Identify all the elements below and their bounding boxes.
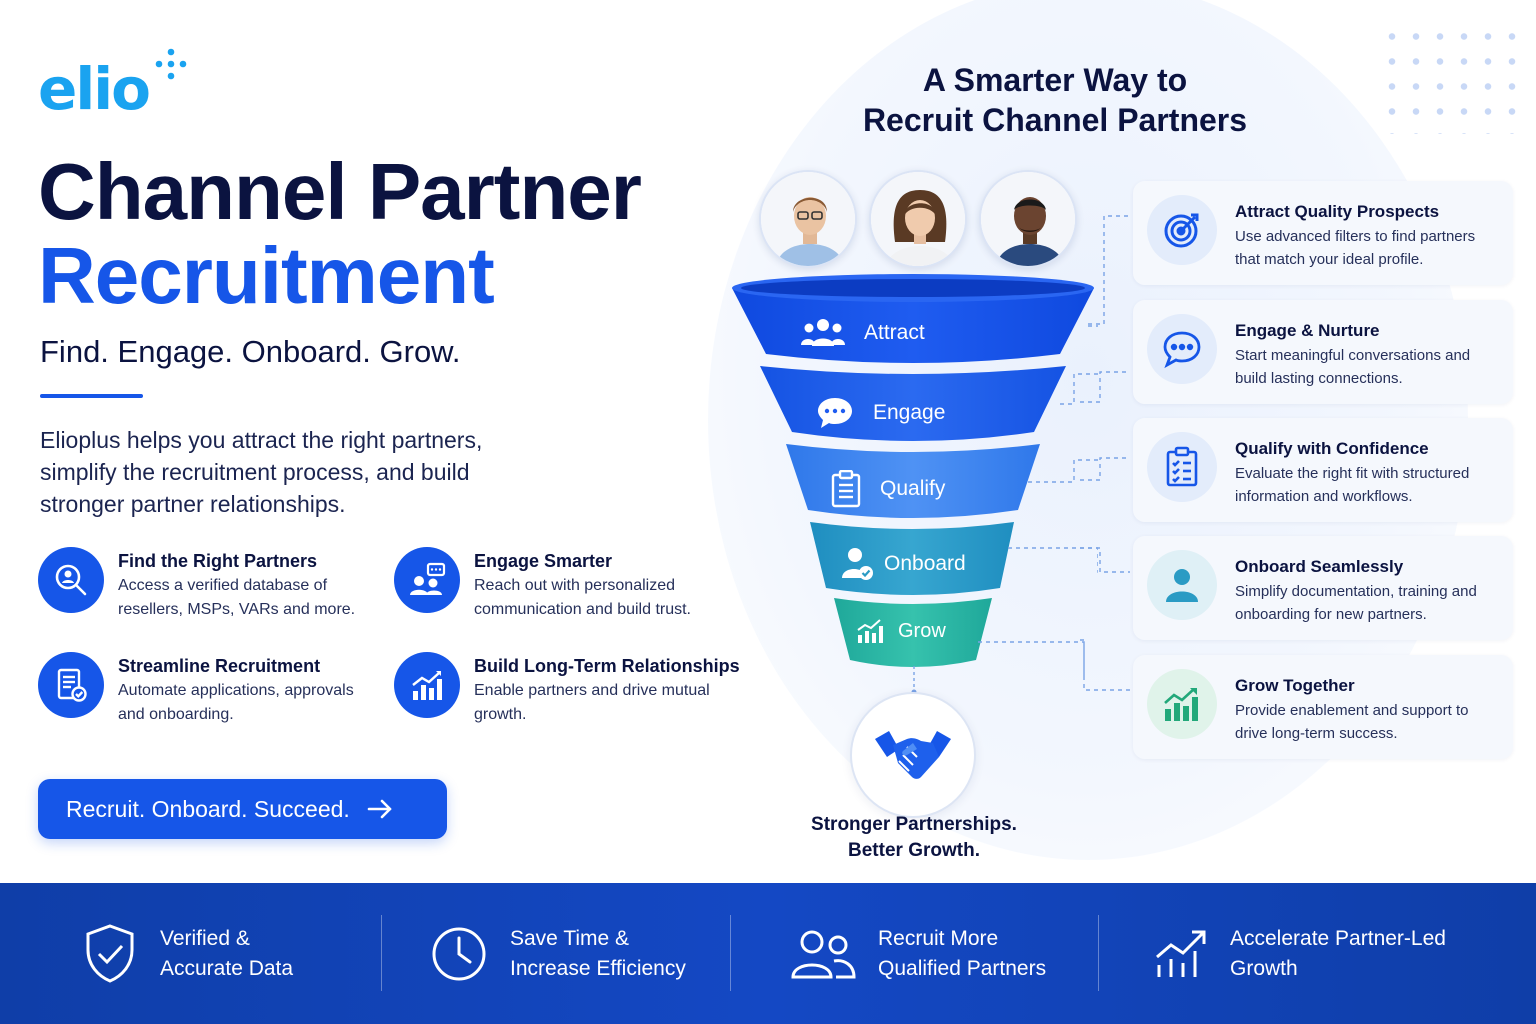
trend-up-icon xyxy=(1156,930,1206,977)
logo-text: elio xyxy=(38,55,151,123)
feature-long-term: Build Long-Term Relationships Enable par… xyxy=(394,652,754,727)
benefit-line2: Qualified Partners xyxy=(878,956,1047,980)
page-title-line1: Channel Partner xyxy=(38,147,642,236)
funnel-label-engage: Engage xyxy=(815,395,945,431)
step-card-onboard[interactable]: Onboard Seamlessly Simplify documentatio… xyxy=(1133,536,1513,640)
connector-lines xyxy=(978,325,1098,680)
benefit-verified-data: Verified & Accurate Data xyxy=(82,883,293,1024)
result-text: Stronger Partnerships. Better Growth. xyxy=(800,812,1028,864)
funnel-label-text: Attract xyxy=(864,321,925,344)
step-card-engage[interactable]: Engage & Nurture Start meaningful conver… xyxy=(1133,300,1513,404)
funnel-label-text: Onboard xyxy=(884,552,966,575)
chat-people-icon xyxy=(394,547,460,613)
chat-bubble-icon xyxy=(1147,314,1217,384)
funnel-label-text: Grow xyxy=(898,619,946,642)
logo-sparkle-icon xyxy=(155,48,187,80)
arrow-right-icon xyxy=(367,799,392,819)
logo[interactable]: elio xyxy=(38,48,191,118)
checklist-icon xyxy=(1147,432,1217,502)
step-desc: Evaluate the right fit with structured i… xyxy=(1235,465,1470,505)
feature-title: Build Long-Term Relationships xyxy=(474,656,740,676)
feature-engage-smarter: Engage Smarter Reach out with personaliz… xyxy=(394,547,734,622)
accent-divider xyxy=(40,394,143,398)
user-check-icon xyxy=(842,548,873,580)
avatar xyxy=(979,170,1077,268)
step-card-qualify[interactable]: Qualify with Confidence Evaluate the rig… xyxy=(1133,418,1513,522)
step-card-attract[interactable]: Attract Quality Prospects Use advanced f… xyxy=(1133,181,1513,285)
feature-title: Find the Right Partners xyxy=(118,551,318,571)
feature-desc: Reach out with personalized communicatio… xyxy=(474,577,691,618)
funnel-label-onboard: Onboard xyxy=(842,546,966,582)
footer-divider xyxy=(730,915,731,991)
intro-text: Elioplus helps you attract the right par… xyxy=(40,427,483,517)
funnel-label-grow: Grow xyxy=(856,618,946,644)
avatar xyxy=(869,170,967,268)
funnel-stage-qualify[interactable] xyxy=(786,444,1040,518)
clipboard-icon xyxy=(831,470,861,508)
avatar xyxy=(759,170,857,268)
benefit-line1: Save Time & xyxy=(510,926,630,950)
people-icon xyxy=(791,930,856,978)
footer-divider xyxy=(1098,915,1099,991)
feature-desc: Automate applications, approvals and onb… xyxy=(118,682,354,723)
connector-tails xyxy=(1080,215,1130,691)
page-title-line2: Recruitment xyxy=(38,231,495,320)
benefit-line2: Growth xyxy=(1230,956,1298,980)
chat-icon xyxy=(818,398,852,428)
growth-chart-icon xyxy=(394,652,460,718)
feature-desc: Enable partners and drive mutual growth. xyxy=(474,682,710,723)
benefit-line1: Accelerate Partner-Led xyxy=(1230,926,1446,950)
benefits-footer: Verified & Accurate Data Save Time & Inc… xyxy=(0,883,1536,1024)
step-desc: Provide enablement and support to drive … xyxy=(1235,702,1469,742)
handshake-icon xyxy=(875,731,951,779)
benefit-line2: Accurate Data xyxy=(160,956,294,980)
benefit-save-time: Save Time & Increase Efficiency xyxy=(430,883,686,1024)
step-desc: Use advanced filters to find partners th… xyxy=(1235,228,1476,268)
benefit-line2: Increase Efficiency xyxy=(510,956,686,980)
funnel-label-text: Qualify xyxy=(880,477,946,500)
step-card-grow[interactable]: Grow Together Provide enablement and sup… xyxy=(1133,655,1513,759)
search-person-icon xyxy=(38,547,104,613)
feature-desc: Access a verified database of resellers,… xyxy=(118,577,356,618)
funnel-label-attract: Attract xyxy=(800,316,925,350)
tagline: Find. Engage. Onboard. Grow. xyxy=(40,334,461,369)
feature-streamline: Streamline Recruitment Automate applicat… xyxy=(38,652,378,727)
bar-chart-icon xyxy=(1147,669,1217,739)
step-title: Attract Quality Prospects xyxy=(1235,202,1440,221)
funnel-label-text: Engage xyxy=(873,401,946,424)
recruitment-funnel xyxy=(732,274,1098,680)
cta-label: Recruit. Onboard. Succeed. xyxy=(66,795,350,822)
step-title: Grow Together xyxy=(1235,676,1355,695)
feature-title: Streamline Recruitment xyxy=(118,656,321,676)
step-title: Qualify with Confidence xyxy=(1235,439,1429,458)
step-title: Onboard Seamlessly xyxy=(1235,557,1404,576)
benefit-line1: Verified & xyxy=(160,926,250,950)
document-check-icon xyxy=(38,652,104,718)
chart-icon xyxy=(857,619,883,643)
handshake-badge xyxy=(850,692,976,818)
process-title-line1: A Smarter Way to xyxy=(922,62,1188,98)
step-desc: Simplify documentation, training and onb… xyxy=(1235,583,1477,623)
feature-find-partners: Find the Right Partners Access a verifie… xyxy=(38,547,378,622)
process-title-line2: Recruit Channel Partners xyxy=(862,102,1248,138)
funnel-stage-grow[interactable] xyxy=(834,598,992,667)
benefit-recruit-more: Recruit More Qualified Partners xyxy=(790,883,1046,1024)
person-icon xyxy=(1147,550,1217,620)
funnel-label-qualify: Qualify xyxy=(830,470,945,508)
result-line2: Better Growth. xyxy=(848,840,980,861)
shield-check-icon xyxy=(86,923,134,983)
process-title: A Smarter Way to Recruit Channel Partner… xyxy=(820,60,1290,140)
benefit-line1: Recruit More xyxy=(878,926,999,950)
cta-button[interactable]: Recruit. Onboard. Succeed. xyxy=(38,779,447,839)
result-line1: Stronger Partnerships. xyxy=(811,814,1017,835)
step-title: Engage & Nurture xyxy=(1235,321,1380,340)
step-desc: Start meaningful conversations and build… xyxy=(1235,347,1471,387)
target-icon xyxy=(1147,195,1217,265)
feature-title: Engage Smarter xyxy=(474,551,613,571)
benefit-accelerate-growth: Accelerate Partner-Led Growth xyxy=(1154,883,1446,1024)
group-icon xyxy=(801,319,845,346)
footer-divider xyxy=(381,915,382,991)
decorative-dot-grid xyxy=(1380,24,1520,134)
clock-icon xyxy=(432,927,486,980)
